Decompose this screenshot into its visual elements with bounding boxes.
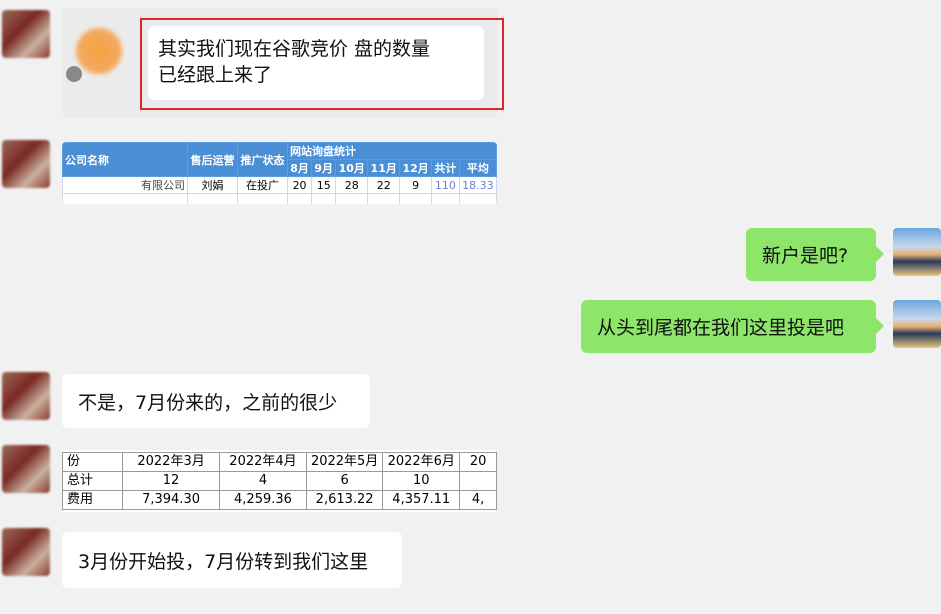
message-bubble-received[interactable]: 3月份开始投，7月份转到我们这里 — [62, 532, 402, 588]
table-cell: 2022年4月 — [219, 452, 307, 472]
avatar[interactable] — [2, 140, 50, 188]
message-text-line: 已经跟上来了 — [158, 64, 273, 86]
table-header: 12月 — [399, 159, 433, 177]
avatar[interactable] — [2, 528, 50, 576]
table-header: 售后运营 — [187, 142, 238, 177]
message-bubble-sent[interactable]: 从头到尾都在我们这里投是吧 — [581, 300, 884, 353]
message-text: 3月份开始投，7月份转到我们这里 — [78, 550, 369, 573]
table-cell: 10 — [382, 471, 461, 491]
table-cell: 20 — [286, 176, 313, 194]
highlighted-message[interactable]: 其实我们现在谷歌竞价 盘的数量 已经跟上来了 — [140, 18, 504, 110]
table-cell: 4, — [459, 490, 497, 510]
table-header: 推广状态 — [237, 142, 288, 177]
message-text: 新户是吧? — [762, 245, 849, 267]
table-header: 9月 — [311, 159, 337, 177]
table-header: 共计 — [431, 159, 460, 177]
table-header: 公司名称 — [62, 142, 188, 177]
table-cell: 15 — [311, 176, 337, 194]
table-cell: 20 — [459, 452, 497, 472]
avatar[interactable] — [2, 445, 50, 493]
avatar[interactable] — [2, 372, 50, 420]
table-cell: 2022年6月 — [382, 452, 461, 472]
table-cell: 7,394.30 — [122, 490, 221, 510]
table-cell: 110 — [431, 176, 460, 194]
table-cell: 2022年5月 — [305, 452, 384, 472]
message-text: 从头到尾都在我们这里投是吧 — [597, 317, 845, 339]
table-cell: 18.33 — [458, 176, 497, 194]
table-cell: 费用 — [61, 490, 124, 510]
table-cell: 4 — [219, 471, 307, 491]
table-cell: 在投广 — [237, 176, 288, 194]
message-text-line: 其实我们现在谷歌竞价 盘的数量 — [158, 38, 431, 60]
table-header: 11月 — [367, 159, 401, 177]
quoted-message-card[interactable]: 其实我们现在谷歌竞价 盘的数量 已经跟上来了 — [62, 8, 504, 118]
table-cell: 4,357.11 — [382, 490, 461, 510]
avatar-self[interactable] — [893, 300, 941, 348]
table-cell: 有限公司 — [62, 176, 188, 194]
message-bubble-received[interactable]: 不是，7月份来的，之前的很少 — [62, 374, 370, 428]
message-bubble-sent[interactable]: 新户是吧? — [746, 228, 884, 281]
table-cell: 刘娟 — [187, 176, 238, 194]
quote-icon — [66, 66, 82, 82]
message-text: 不是，7月份来的，之前的很少 — [78, 391, 338, 414]
table-cell: 28 — [335, 176, 369, 194]
table-header: 10月 — [335, 159, 369, 177]
table-cell: 6 — [305, 471, 384, 491]
table-header: 平均 — [458, 159, 497, 177]
table-cell: 2,613.22 — [305, 490, 384, 510]
quoted-avatar — [76, 28, 122, 74]
table-header-group: 网站询盘统计 — [287, 142, 497, 160]
table-cell: 2022年3月 — [122, 452, 221, 472]
table-cell: 总计 — [61, 471, 124, 491]
table-cell — [459, 471, 497, 491]
table-cell: 12 — [122, 471, 221, 491]
avatar-self[interactable] — [893, 228, 941, 276]
table-cell: 份 — [61, 452, 124, 472]
table-cell: 22 — [367, 176, 401, 194]
table-header: 8月 — [286, 159, 313, 177]
avatar[interactable] — [2, 10, 50, 58]
table-cell: 4,259.36 — [219, 490, 307, 510]
table-cell: 9 — [399, 176, 433, 194]
